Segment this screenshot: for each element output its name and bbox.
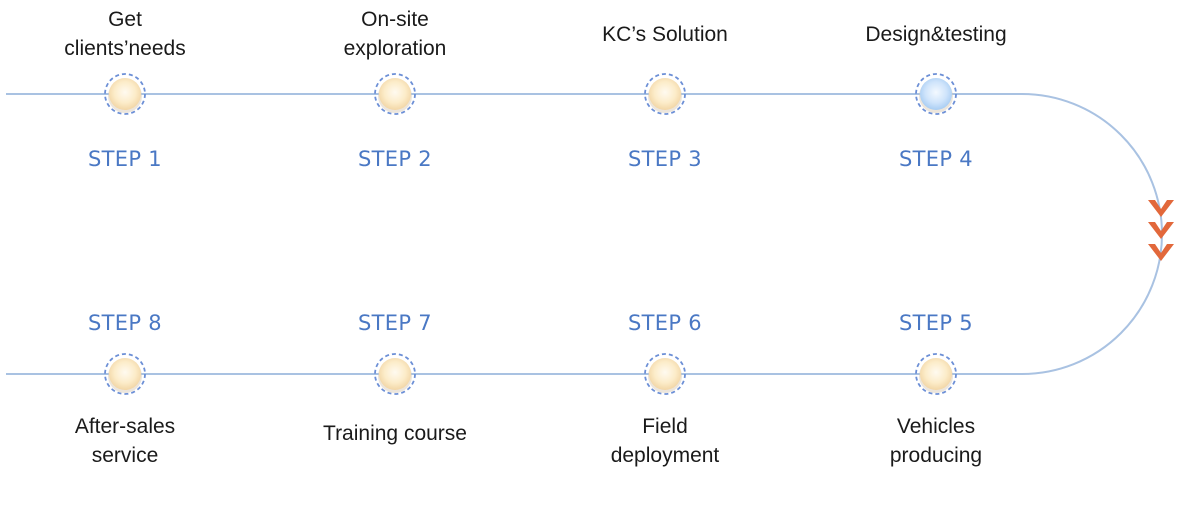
chevron-down-icon: [1148, 200, 1174, 217]
step-8-label: STEP 8: [88, 311, 162, 335]
step-8-node: [104, 353, 146, 395]
step-3-node: [644, 73, 686, 115]
step-7-label: STEP 7: [358, 311, 432, 335]
step-5-node: [915, 353, 957, 395]
step-2-description-line: On-site: [361, 8, 429, 31]
chevron-down-icon: [1148, 222, 1174, 239]
step-2-description: On-site exploration: [285, 5, 505, 63]
step-4-description: Design&testing: [826, 20, 1046, 49]
step-2-label: STEP 2: [358, 147, 432, 171]
step-4-label: STEP 4: [899, 147, 973, 171]
step-8-description-line: service: [91, 444, 159, 467]
step-1-node: [104, 73, 146, 115]
step-6-description-line: Field: [642, 415, 688, 438]
step-5-label: STEP 5: [899, 311, 973, 335]
turn-arrow: [1148, 200, 1174, 261]
step-7-node: [374, 353, 416, 395]
step-8-description: After-sales service: [15, 412, 235, 470]
step-2-node: [374, 73, 416, 115]
chevron-down-icon: [1148, 244, 1174, 261]
step-3-label: STEP 3: [628, 147, 702, 171]
step-3-description-line: KC’s Solution: [602, 23, 728, 46]
step-6-description: Field deployment: [555, 412, 775, 470]
step-6-node: [644, 353, 686, 395]
step-5-description-line: producing: [889, 444, 983, 467]
step-1-description: Get clients’needs: [15, 5, 235, 63]
step-7-description-line: Training course: [323, 422, 467, 445]
step-3-description: KC’s Solution: [555, 20, 775, 49]
step-8-description-line: After-sales: [74, 415, 176, 438]
step-2-description-line: exploration: [343, 37, 447, 60]
step-nodes: [104, 73, 957, 395]
step-1-description-line: Get: [108, 8, 142, 31]
step-4-description-line: Design&testing: [865, 23, 1007, 46]
step-1-description-line: clients’needs: [64, 37, 186, 60]
step-7-description: Training course: [285, 419, 505, 448]
step-6-label: STEP 6: [628, 311, 702, 335]
step-5-description: Vehicles producing: [826, 412, 1046, 470]
step-6-description-line: deployment: [610, 444, 720, 467]
step-1-label: STEP 1: [88, 147, 162, 171]
step-5-description-line: Vehicles: [896, 415, 976, 438]
step-4-node: [915, 73, 957, 115]
